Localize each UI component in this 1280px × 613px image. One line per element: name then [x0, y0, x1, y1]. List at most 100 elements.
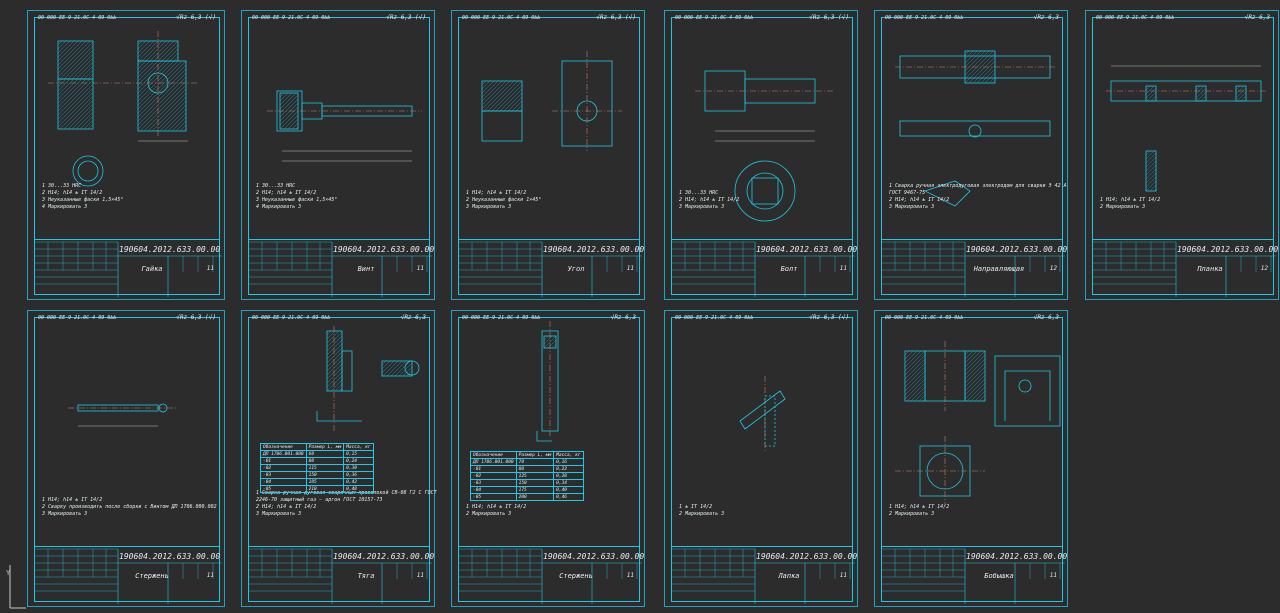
part-drawing	[481, 51, 622, 151]
part-name: Стержень	[135, 572, 169, 580]
roughness-mark: √Rz 6,3 (√)	[176, 314, 216, 321]
drawing-sheet[interactable]: 00 000 ЕЕ 9 21.0С 4 09 0ЬЬ √Rz 6,3 (√) 1…	[664, 310, 858, 607]
part-name: Бобышка	[984, 572, 1014, 580]
table-cell: -03	[470, 479, 517, 487]
ucs-y-label: Y	[6, 569, 11, 577]
part-drawing	[267, 90, 422, 162]
note-line: 2 H14; h14 ± IT 14/2	[42, 190, 103, 196]
table-header-cell: Обозначение	[260, 443, 307, 451]
drawing-sheet[interactable]: 00 000 ЕЕ 9 21.0С 4 09 0ЬЬ √Rz 6,3 1 H14…	[451, 310, 645, 607]
note-line: ГОСТ 9467-75	[889, 190, 926, 196]
drawing-sheet[interactable]: 00 000 ЕЕ 9 21.0С 4 09 0ЬЬ √Rz 6,3 (√) 1…	[27, 10, 225, 300]
part-name: Тяга	[357, 572, 375, 580]
table-cell: 80	[305, 457, 345, 465]
drawing-sheet[interactable]: 00 000 ЕЕ 9 21.0С 4 09 0ЬЬ √Rz 6,3 1 Сва…	[241, 310, 437, 607]
drawing-sheet[interactable]: 00 000 ЕЕ 9 21.0С 4 09 0ЬЬ √Rz 6,3 (√) 1…	[27, 310, 225, 607]
sheet-frame	[671, 17, 853, 295]
sheet-scale: 11	[416, 265, 424, 272]
table-cell: -05	[260, 485, 307, 493]
title-block: 190604.2012.633.00.00 Лапка 11	[671, 546, 857, 602]
table-cell: 0,28	[553, 472, 584, 480]
drawing-sheet[interactable]: 00 000 ЕЕ 9 21.0С 4 09 0ЬЬ √Rz 6,3 (√) 1…	[451, 10, 645, 300]
note-line: 3 Маркировать 3	[466, 204, 512, 210]
drawing-number: 190604.2012.633.00.00	[756, 245, 858, 254]
table-cell: 150	[515, 479, 555, 487]
title-block: 190604.2012.633.00.00 Направляющая 12	[881, 239, 1067, 295]
roughness-mark: √Rz 6,3	[610, 314, 636, 321]
roughness-mark: √Rz 6,3	[1033, 14, 1059, 21]
sheet-frame	[881, 17, 1063, 295]
note-line: 2 Сварку производить после сборки с Винт…	[42, 504, 217, 510]
sheet-frame	[881, 317, 1063, 602]
note-line: 1 30...33 HRC	[256, 183, 296, 189]
drawing-sheet[interactable]: 00 000 ЕЕ 9 21.0С 4 09 0ЬЬ √Rz 6,3 1 H14…	[874, 310, 1068, 607]
note-line: 3 Маркировать 3	[679, 204, 725, 210]
table-cell: 0,34	[553, 479, 584, 487]
sheet-graphics	[671, 376, 855, 604]
table-cell: 210	[305, 485, 345, 493]
table-header-cell: Размер L, мм	[305, 443, 345, 451]
sheet-graphics	[881, 50, 1065, 297]
part-drawing	[739, 376, 786, 451]
title-block-grid	[34, 548, 222, 604]
table-cell: -02	[470, 472, 517, 480]
sheet-scale: 12	[1049, 265, 1057, 272]
sheet-frame	[671, 317, 853, 602]
note-line: 4 Маркировать 3	[42, 204, 88, 210]
title-block: 190604.2012.633.00.00 Планка 12	[1092, 239, 1279, 295]
table-cell: ДП 1706.001.000	[470, 458, 517, 466]
table-cell: 115	[305, 464, 345, 472]
drawing-sheet[interactable]: 00 000 ЕЕ 9 21.0С 4 09 0ЬЬ √Rz 6,3 (√) 1…	[241, 10, 435, 300]
note-line: 3 Неуказанные фаски 1,5×45°	[256, 197, 338, 203]
table-cell: -04	[260, 478, 307, 486]
note-line: 3 Маркировать 3	[42, 511, 88, 517]
sheet-code: 00 000 ЕЕ 9 21.0С 4 09 0ЬЬ	[38, 15, 117, 21]
drawing-number: 190604.2012.633.00.00	[119, 552, 221, 561]
drawing-number: 190604.2012.633.00.00	[119, 245, 221, 254]
note-line: 2 H14; h14 ± IT 14/2	[256, 190, 317, 196]
note-line: 1 30...33 HRC	[679, 190, 719, 196]
sheet-scale: 11	[416, 572, 424, 579]
title-block-grid	[1092, 241, 1276, 297]
part-drawing	[316, 326, 420, 431]
note-line: 1 ± IT 14/2	[679, 504, 713, 510]
sheet-code: 00 000 ЕЕ 9 21.0С 4 09 0ЬЬ	[38, 315, 117, 321]
sheet-code: 00 000 ЕЕ 9 21.0С 4 09 0ЬЬ	[885, 315, 964, 321]
drawing-sheet[interactable]: 00 000 ЕЕ 9 21.0С 4 09 0ЬЬ √Rz 6,3 1 Сва…	[874, 10, 1068, 300]
sheet-scale: 11	[206, 265, 214, 272]
drawing-number: 190604.2012.633.00.00	[333, 552, 435, 561]
sheet-code: 00 000 ЕЕ 9 21.0С 4 09 0ЬЬ	[252, 315, 331, 321]
sheet-frame	[1092, 17, 1274, 295]
title-block-grid	[458, 548, 642, 604]
sheet-frame	[34, 17, 220, 295]
note-line: 2 H14; h14 ± IT 14/2	[256, 504, 317, 510]
drawing-number: 190604.2012.633.00.00	[966, 552, 1068, 561]
sheet-scale: 11	[626, 265, 634, 272]
drawing-sheet[interactable]: 00 000 ЕЕ 9 21.0С 4 09 0ЬЬ √Rz 6,3 (√) 1…	[664, 10, 858, 300]
title-block-grid	[248, 548, 432, 604]
drawing-number: 190604.2012.633.00.00	[1177, 245, 1279, 254]
sheet-code: 00 000 ЕЕ 9 21.0С 4 09 0ЬЬ	[462, 315, 541, 321]
sheet-graphics	[248, 90, 432, 297]
sheet-scale: 11	[1049, 572, 1057, 579]
sheet-graphics	[1092, 65, 1276, 297]
note-line: 3 Неуказанные фаски 1,5×45°	[42, 197, 124, 203]
table-cell: 0,24	[343, 457, 374, 465]
part-drawing	[68, 403, 178, 427]
table-header-cell: Обозначение	[470, 451, 517, 459]
table-cell: 0,22	[553, 465, 584, 473]
drawing-sheet[interactable]: 00 000 ЕЕ 9 21.0С 4 09 0ЬЬ √Rz 6,3 1 H14…	[1085, 10, 1279, 300]
table-cell: 200	[515, 493, 555, 501]
ucs-icon: Y	[6, 565, 26, 609]
title-block-grid	[248, 241, 432, 297]
